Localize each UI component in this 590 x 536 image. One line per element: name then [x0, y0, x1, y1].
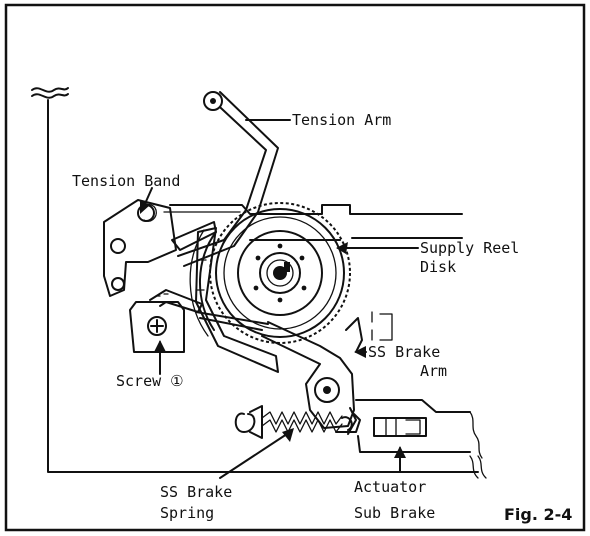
tension-band-bracket	[103, 199, 177, 297]
figure-frame	[4, 3, 586, 532]
brake-shoe-arc	[195, 227, 279, 373]
label-screw: Screw ①	[116, 372, 184, 390]
supply-reel-disk	[209, 202, 351, 344]
leader-lines	[140, 119, 419, 479]
chassis-outline	[31, 87, 487, 479]
screw-assembly	[129, 289, 269, 353]
label-tension-band: Tension Band	[72, 172, 180, 190]
label-ss-brake-spring-2: Spring	[160, 504, 214, 522]
label-supply-reel-disk: Disk	[420, 258, 456, 276]
label-actuator: Actuator	[354, 478, 426, 496]
label-ss-brake-arm: SS Brake	[368, 343, 440, 361]
label-supply-reel: Supply Reel	[420, 239, 519, 257]
label-ss-brake-arm-2: Arm	[420, 362, 447, 380]
actuator-sub-brake	[355, 399, 483, 459]
ss-brake-spring	[234, 405, 361, 439]
figure-number: Fig. 2-4	[504, 505, 572, 524]
label-tension-arm: Tension Arm	[292, 111, 391, 129]
label-actuator-sub-brake: Sub Brake	[354, 504, 435, 522]
label-ss-brake-spring: SS Brake	[160, 483, 232, 501]
upper-plate	[163, 204, 463, 241]
ss-brake-arm	[261, 311, 393, 435]
